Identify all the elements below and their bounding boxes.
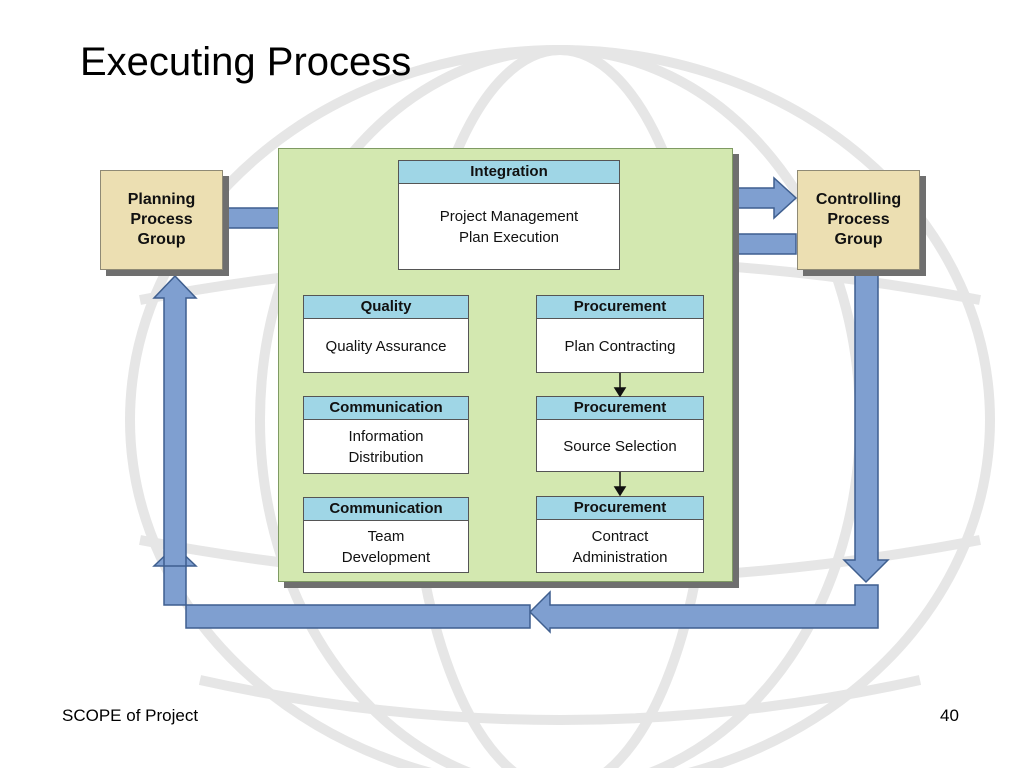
quality-body: Quality Assurance (325, 337, 447, 355)
integration-card: Integration Project Management Plan Exec… (398, 160, 620, 270)
procurement-body-1: Plan Contracting (564, 337, 676, 355)
integration-header: Integration (399, 161, 619, 184)
controlling-process-group: Controlling Process Group (797, 170, 920, 270)
procurement-arrowhead-2 (613, 486, 627, 497)
footer-label: SCOPE of Project (62, 706, 199, 725)
communication-body-1: Information Distribution (348, 428, 424, 466)
communication-body-2: Team Development (341, 528, 431, 566)
slide-title: Executing Process (80, 40, 412, 84)
communication-card-1: Communication Information Distribution (303, 396, 469, 474)
arrow-feedback-bottom (528, 584, 879, 634)
planning-process-group: Planning Process Group (100, 170, 223, 270)
procurement-body-3: Contract Administration (572, 527, 668, 566)
procurement-card-3: Procurement Contract Administration (536, 496, 704, 573)
procurement-header-1: Procurement (537, 296, 703, 319)
procurement-header-2: Procurement (537, 397, 703, 420)
procurement-card-2: Procurement Source Selection (536, 396, 704, 472)
procurement-card-1: Procurement Plan Contracting (536, 295, 704, 373)
procurement-arrowhead-1 (613, 387, 627, 398)
arrow-feedback-loop (842, 271, 890, 584)
quality-card: Quality Quality Assurance (303, 295, 469, 373)
procurement-body-2: Source Selection (563, 437, 677, 455)
communication-header-2: Communication (304, 498, 468, 521)
controlling-process-group-label: Controlling Process Group (815, 191, 902, 248)
communication-header-1: Communication (304, 397, 468, 420)
integration-body: Project Management Plan Execution (439, 208, 579, 246)
planning-process-group-label: Planning Process Group (127, 191, 196, 248)
quality-header: Quality (304, 296, 468, 319)
arrow-feedback-up (152, 274, 198, 567)
executing-process-panel: Integration Project Management Plan Exec… (278, 148, 733, 582)
page-number: 40 (940, 706, 959, 725)
communication-card-2: Communication Team Development (303, 497, 469, 573)
procurement-header-3: Procurement (537, 497, 703, 520)
